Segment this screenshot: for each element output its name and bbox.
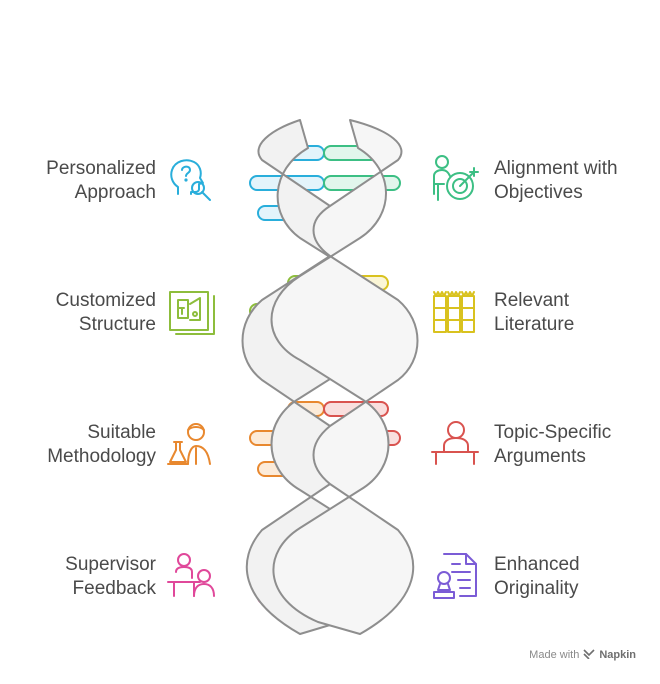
label-line-1: Personalized (46, 158, 156, 179)
label-supervisor-feedback: Supervisor Feedback (6, 553, 156, 601)
document-stamp-icon (430, 550, 482, 602)
teacher-student-icon (164, 550, 216, 602)
label-line-2: Methodology (47, 446, 156, 467)
label-line-1: Enhanced (494, 554, 580, 575)
napkin-brand-label: Napkin (599, 648, 636, 661)
blueprint-icon (166, 286, 218, 338)
label-line-1: Topic-Specific (494, 422, 612, 443)
label-customized-structure: Customized Structure (6, 289, 156, 337)
label-relevant-literature: Relevant Literature (494, 289, 654, 337)
person-target-icon (430, 154, 482, 206)
label-line-2: Structure (78, 314, 156, 335)
helix-strands (241, 119, 419, 635)
label-line-1: Suitable (87, 422, 156, 443)
books-icon (430, 286, 482, 338)
label-line-2: Arguments (494, 446, 586, 467)
label-enhanced-originality: Enhanced Originality (494, 553, 654, 601)
label-line-2: Originality (494, 578, 579, 599)
label-line-1: Alignment with (494, 158, 618, 179)
label-suitable-methodology: Suitable Methodology (6, 421, 156, 469)
label-line-2: Literature (494, 314, 575, 335)
label-line-1: Relevant (494, 290, 569, 311)
made-with-label: Made with (529, 648, 580, 661)
label-line-2: Approach (74, 182, 156, 203)
head-question-icon (164, 154, 216, 206)
speaker-podium-icon (430, 418, 482, 470)
label-alignment-objectives: Alignment with Objectives (494, 157, 654, 205)
scientist-icon (166, 418, 218, 470)
napkin-logo-icon (583, 647, 595, 662)
label-line-1: Customized (55, 290, 156, 311)
label-topic-arguments: Topic-Specific Arguments (494, 421, 654, 469)
label-line-1: Supervisor (65, 554, 156, 575)
label-personalized-approach: Personalized Approach (6, 157, 156, 205)
label-line-2: Feedback (72, 578, 156, 599)
made-with-napkin: Made with Napkin (529, 647, 636, 662)
label-line-2: Objectives (494, 182, 583, 203)
